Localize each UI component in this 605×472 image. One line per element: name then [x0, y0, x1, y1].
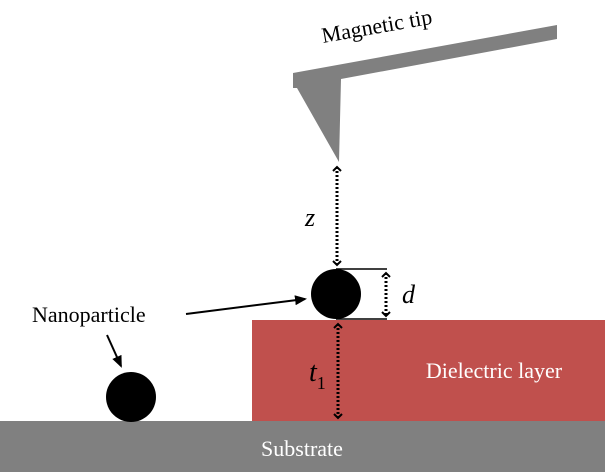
- nanoparticle-pointer-arrow-2: [106, 334, 122, 368]
- dielectric-layer-label: Dielectric layer: [426, 358, 563, 383]
- t-symbol: t: [309, 357, 318, 388]
- z-label: z: [304, 203, 315, 232]
- magnetic-tip-label: Magnetic tip: [320, 4, 434, 48]
- nanoparticle-pointer-arrow: [185, 295, 307, 315]
- nanoparticle-on-dielectric: [311, 269, 361, 319]
- substrate-layer: [0, 421, 605, 472]
- substrate-label: Substrate: [261, 436, 343, 461]
- nanoparticle-on-substrate: [106, 372, 156, 422]
- t-subscript: 1: [317, 373, 326, 393]
- t1-label: t1: [309, 357, 326, 393]
- dielectric-layer: [252, 320, 605, 421]
- magnetic-tip-shape: [293, 25, 557, 162]
- nanoparticle-label: Nanoparticle: [32, 302, 146, 327]
- d-label: d: [402, 280, 416, 309]
